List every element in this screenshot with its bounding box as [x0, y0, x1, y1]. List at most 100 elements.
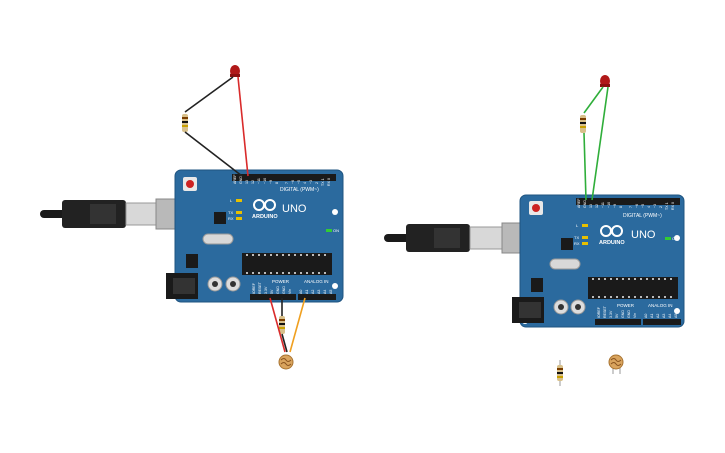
arduino-logo-right: ARDUINO: [599, 225, 625, 246]
circuit-left: DIGITAL (PWM~) AREF GND 13 12 ~11 ~10 ~9…: [40, 65, 344, 370]
usb-chip: [561, 238, 573, 250]
pin-label-3: ~3: [653, 204, 657, 208]
pin-label-gnd-a: GND: [276, 286, 280, 294]
led-rx-label: RX: [574, 241, 580, 246]
pin-label-9: ~9: [269, 180, 273, 184]
wire-green-resistor-gnd-right[interactable]: [583, 132, 587, 201]
power-header[interactable]: [250, 294, 296, 300]
wire-black-resistor-ldr-left[interactable]: [281, 333, 288, 353]
power-header-label: POWER: [272, 279, 290, 284]
led-tx-label: TX: [228, 210, 233, 215]
pin-label-3: ~3: [309, 180, 313, 184]
pin-label-6: ~6: [291, 180, 295, 184]
pin-label-gnd-b: GND: [627, 310, 631, 318]
analog-header[interactable]: [298, 294, 336, 300]
digital-header[interactable]: [232, 174, 336, 181]
led-on: [665, 237, 671, 240]
pin-label-10: ~10: [263, 178, 267, 184]
pin-label-ioref: IOREF: [252, 282, 256, 294]
pin-label-rx0: RX 0: [327, 178, 331, 186]
power-header[interactable]: [595, 319, 641, 325]
pin-label-ioref: IOREF: [597, 306, 601, 318]
pin-label-tx1: TX 1: [321, 178, 325, 186]
led-tx: [236, 211, 242, 214]
pin-label-gnd-a: GND: [621, 310, 625, 318]
pin-label-13: 13: [589, 204, 593, 208]
usb-chip: [214, 212, 226, 224]
led-rx-label: RX: [228, 216, 234, 221]
on-label: ON: [672, 236, 678, 241]
led-l: [236, 199, 242, 202]
pin-label-aref: AREF: [233, 174, 237, 184]
pin-label-a5: A5: [329, 290, 333, 294]
model-label: UNO: [282, 203, 307, 215]
pin-label-a4: A4: [668, 314, 672, 318]
analog-header-label: ANALOG IN: [648, 303, 673, 308]
brand-label: ARDUINO: [252, 214, 278, 220]
arduino-board-right[interactable]: DIGITAL (PWM~) AREF GND 13 12 ~11 ~10 ~9…: [512, 194, 685, 328]
analog-header[interactable]: [643, 319, 681, 325]
brand-label: ARDUINO: [599, 240, 625, 246]
pin-label-gnd: GND: [239, 176, 243, 184]
wire-orange-a0-left[interactable]: [289, 297, 306, 353]
atmega-chip: [242, 253, 332, 275]
pin-label-a0: A0: [299, 290, 303, 294]
led-right[interactable]: [600, 75, 610, 87]
pin-label-11: ~11: [601, 202, 605, 208]
photoresistor-right[interactable]: [608, 354, 624, 374]
led-l-label: L: [576, 223, 579, 228]
pin-label-3v3: 3.3V: [609, 310, 613, 318]
usb-cable-left[interactable]: [40, 198, 181, 230]
pin-label-reset: RESET: [603, 305, 607, 318]
circuit-right: DIGITAL (PWM~) AREF GND 13 12 ~11 ~10 ~9…: [384, 75, 685, 386]
resistor-loose-right[interactable]: [557, 360, 563, 386]
pin-label-12: 12: [251, 180, 255, 184]
led-rx: [582, 242, 588, 245]
led-on: [326, 229, 332, 232]
reset-button-cap[interactable]: [186, 180, 194, 188]
photoresistor-left[interactable]: [278, 354, 294, 370]
resistor-led-left[interactable]: [182, 114, 188, 132]
digital-header[interactable]: [576, 198, 680, 205]
pin-label-a2: A2: [656, 314, 660, 318]
wire-green-led-resistor-right[interactable]: [583, 86, 604, 114]
pin-label-reset: RESET: [258, 281, 262, 294]
pin-label-a0: A0: [644, 314, 648, 318]
led-left[interactable]: [230, 65, 240, 77]
resistor-led-right[interactable]: [580, 115, 586, 133]
pin-label-gnd-b: GND: [282, 286, 286, 294]
pin-label-a4: A4: [323, 290, 327, 294]
pin-label-2: 2: [315, 182, 319, 184]
pin-label-a3: A3: [317, 290, 321, 294]
pin-label-a3: A3: [662, 314, 666, 318]
resistor-ldr-left[interactable]: [279, 316, 285, 334]
pin-label-5: ~5: [297, 180, 301, 184]
wire-black-led-left[interactable]: [184, 76, 234, 113]
on-label: ON: [333, 228, 339, 233]
reset-button-cap[interactable]: [532, 204, 540, 212]
pin-label-rx0: RX 0: [671, 202, 675, 210]
digital-header-label: DIGITAL (PWM~): [623, 213, 662, 219]
wire-red-5v-left[interactable]: [269, 297, 286, 353]
wire-black-resistor-gnd-left[interactable]: [184, 131, 243, 177]
pin-label-10: ~10: [607, 202, 611, 208]
pin-label-vin: Vin: [288, 289, 292, 294]
usb-cable-right[interactable]: [384, 222, 527, 254]
wire-red-led-left[interactable]: [237, 76, 249, 177]
pin-label-11: ~11: [257, 178, 261, 184]
led-tx: [582, 236, 588, 239]
pin-label-a5: A5: [674, 314, 678, 318]
pin-label-tx1: TX 1: [665, 202, 669, 210]
pin-label-8: 8: [619, 206, 623, 208]
pin-label-aref: AREF: [577, 198, 581, 208]
led-rx: [236, 217, 242, 220]
atmega-chip: [588, 277, 678, 299]
pin-label-a2: A2: [311, 290, 315, 294]
arduino-board-left[interactable]: DIGITAL (PWM~) AREF GND 13 12 ~11 ~10 ~9…: [166, 169, 344, 303]
pin-label-8: 8: [275, 182, 279, 184]
voltage-regulator: [531, 278, 543, 292]
wire-green-led-pin13-right[interactable]: [591, 86, 609, 201]
led-l: [582, 224, 588, 227]
pin-label-4: 4: [647, 206, 651, 208]
